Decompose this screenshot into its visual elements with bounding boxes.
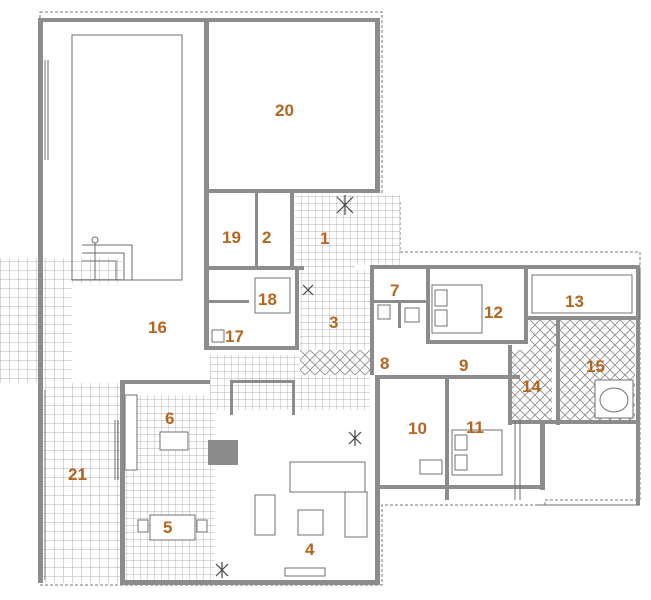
pillow-11b (454, 454, 468, 471)
room-label-8: 8 (380, 354, 389, 373)
room-label-3: 3 (329, 313, 338, 332)
room-label-9: 9 (459, 356, 468, 375)
plants (215, 195, 362, 578)
walls (38, 18, 640, 585)
pool (71, 34, 183, 281)
room-label-14: 14 (522, 377, 541, 396)
toilet-17 (211, 329, 225, 343)
corridor-diag (300, 350, 370, 375)
room-label-1: 1 (320, 229, 329, 248)
dining-table (149, 514, 196, 541)
sofa-main (289, 461, 366, 493)
room-label-20: 20 (275, 101, 294, 120)
room-label-11: 11 (466, 418, 484, 437)
bath13-diag (530, 320, 560, 350)
room-label-6: 6 (165, 409, 174, 428)
room-label-13: 13 (565, 292, 584, 311)
pillow-12b (434, 309, 448, 327)
plant-icon (336, 195, 354, 215)
room-labels: 1 2 3 4 5 6 7 8 9 10 11 12 13 14 15 16 1… (68, 101, 605, 559)
room-label-2: 2 (262, 228, 271, 247)
plant-icon (302, 284, 314, 296)
room-label-16: 16 (148, 318, 167, 337)
room-label-17: 17 (225, 327, 244, 346)
kitchen-island (159, 431, 189, 451)
pillow-12 (434, 289, 448, 307)
terrace-left-paving (0, 258, 72, 383)
pillow-11 (454, 434, 468, 451)
room-label-21: 21 (68, 465, 87, 484)
coffee-table (297, 509, 324, 536)
terrace-strip-paving (72, 258, 122, 283)
desk-10 (419, 459, 443, 475)
shower-18 (254, 277, 291, 314)
windows (44, 60, 641, 580)
toilet-7 (377, 304, 391, 320)
room-label-10: 10 (408, 419, 427, 438)
room-label-5: 5 (163, 518, 172, 537)
kitchen-counter (124, 394, 138, 471)
chair-a (137, 519, 149, 533)
room-label-7: 7 (390, 281, 399, 300)
plant-icon (348, 430, 362, 446)
room-label-18: 18 (258, 290, 277, 309)
sofa-side (344, 491, 368, 538)
terrace-21-paving (40, 383, 120, 583)
sink-7 (404, 307, 420, 323)
plant-icon (215, 562, 229, 578)
entrance-paving (355, 195, 400, 265)
bath14-diag (512, 350, 552, 420)
room-label-4: 4 (305, 540, 315, 559)
room-label-19: 19 (222, 228, 241, 247)
hall-paving (300, 270, 370, 410)
room-label-15: 15 (586, 357, 605, 376)
furniture (124, 274, 634, 577)
chair-b (196, 519, 208, 533)
armchair (254, 494, 276, 536)
wardrobe-13 (531, 274, 633, 314)
room-label-12: 12 (484, 303, 503, 322)
tv-unit (284, 567, 326, 577)
tub-basin (599, 387, 629, 413)
